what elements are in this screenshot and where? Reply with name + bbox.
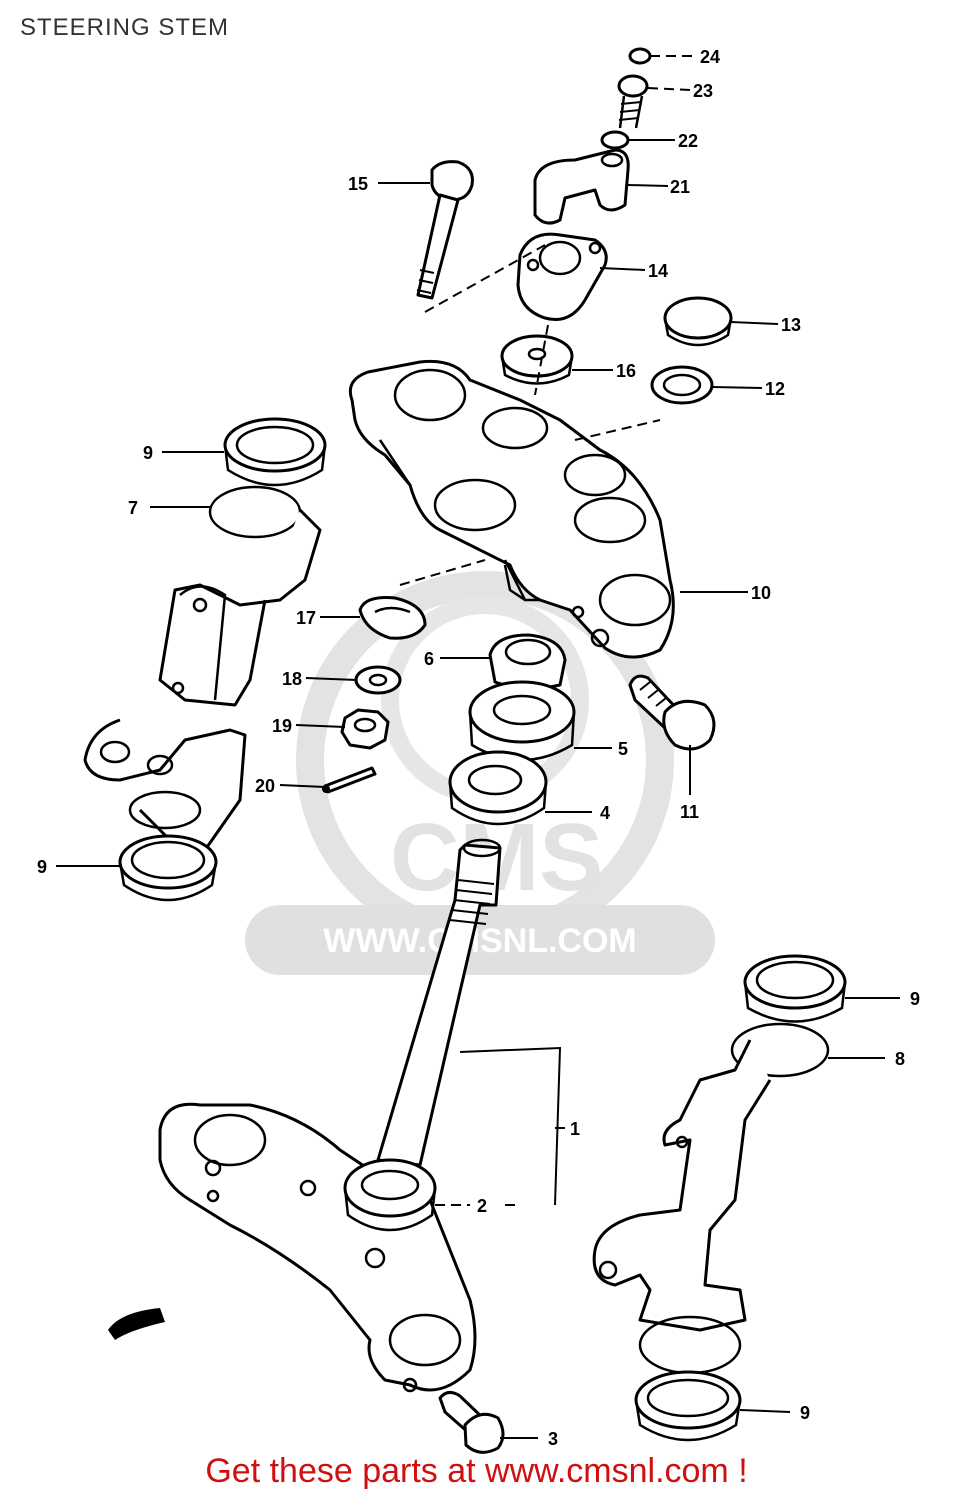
- part-21-handlebar-clamp: [533, 148, 630, 225]
- footer-link[interactable]: Get these parts at www.cmsnl.com !: [205, 1452, 748, 1490]
- callout-9c: 9: [910, 989, 920, 1009]
- part-8-right-fork-holder: [592, 1022, 830, 1375]
- callout-14: 14: [648, 261, 668, 281]
- part-11-bolt: [628, 674, 716, 751]
- callout-9a: 9: [143, 443, 153, 463]
- leader-lines: [56, 55, 900, 1439]
- callout-15: 15: [348, 174, 368, 194]
- part-24-cap: [628, 47, 652, 65]
- part-3-bolt: [438, 1391, 505, 1454]
- watermark-url: WWW.CMSNL.COM: [323, 922, 637, 960]
- callout-12: 12: [765, 379, 785, 399]
- callout-3: 3: [548, 1429, 558, 1449]
- callout-21: 21: [670, 177, 690, 197]
- part-17-clip: [358, 596, 427, 640]
- part-5-bearing-race: [468, 680, 576, 762]
- front-arrow-icon: [108, 1308, 165, 1340]
- callout-17: 17: [296, 608, 316, 628]
- callout-13: 13: [781, 315, 801, 335]
- callout-9b: 9: [37, 857, 47, 877]
- part-6-nut: [488, 633, 567, 694]
- part-1-steering-stem: [158, 838, 502, 1393]
- part-9-upper-left-ring: [223, 417, 327, 487]
- part-9-upper-right-ring: [743, 954, 847, 1023]
- part-9-lower-left-ring: [118, 834, 218, 902]
- part-20-pin: [322, 766, 377, 794]
- callout-8: 8: [895, 1049, 905, 1069]
- part-15-bolt: [416, 160, 474, 300]
- part-14-handlebar-holder: [516, 232, 608, 321]
- part-23-bolt: [617, 74, 649, 129]
- part-18-washer: [354, 665, 402, 695]
- callout-18: 18: [282, 669, 302, 689]
- part-2-bearing: [343, 1158, 437, 1232]
- callout-23: 23: [693, 81, 713, 101]
- part-9-lower-right-ring: [634, 1370, 742, 1442]
- part-16-cushion: [500, 334, 574, 385]
- callout-6: 6: [424, 649, 434, 669]
- part-22-washer: [600, 130, 630, 150]
- callout-4: 4: [600, 803, 610, 823]
- part-12-washer: [650, 365, 714, 405]
- part-4-bearing: [448, 750, 548, 826]
- page-title: STEERING STEM: [20, 14, 230, 41]
- callout-2: 2: [477, 1196, 487, 1216]
- callout-19: 19: [272, 716, 292, 736]
- part-19-nut: [340, 708, 390, 750]
- callout-1: 1: [570, 1119, 580, 1139]
- callout-10: 10: [751, 583, 771, 603]
- callout-5: 5: [618, 739, 628, 759]
- part-13-cap: [663, 296, 733, 347]
- callout-24: 24: [700, 47, 720, 67]
- callout-7: 7: [128, 498, 138, 518]
- part-10-upper-bracket: [348, 359, 675, 659]
- callout-20: 20: [255, 776, 275, 796]
- callout-11: 11: [680, 802, 699, 822]
- callout-9d: 9: [800, 1403, 810, 1423]
- part-7-left-fork-holder: [83, 485, 322, 852]
- callout-labels: 24 23 22 21 15 14 13 16 12 9 7 10 17 6 1…: [37, 47, 920, 1449]
- callout-16: 16: [616, 361, 636, 381]
- callout-22: 22: [678, 131, 698, 151]
